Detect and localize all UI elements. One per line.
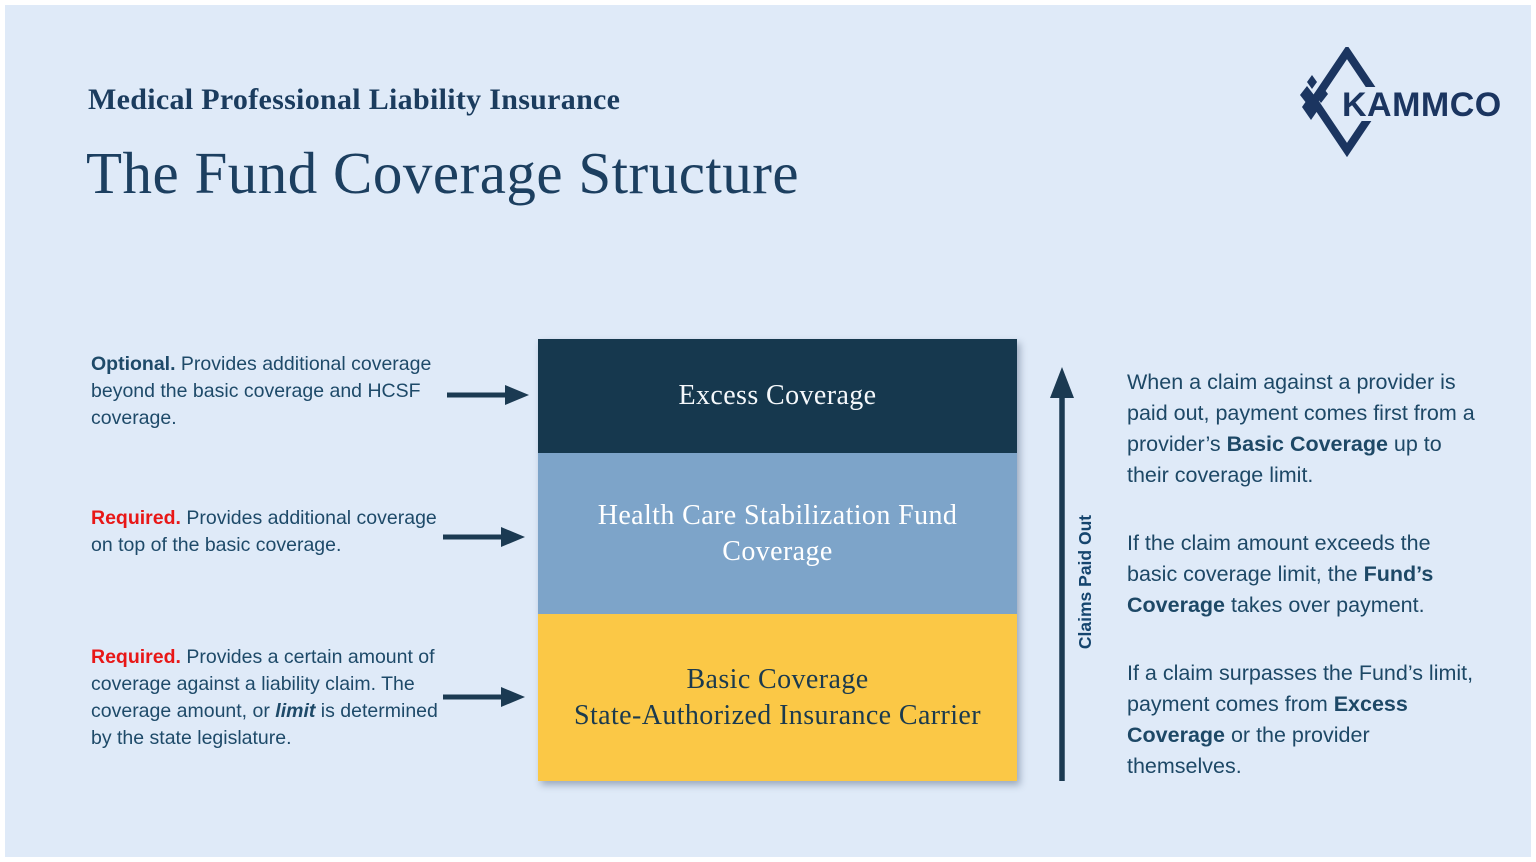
- explanation-paragraph: When a claim against a provider is paid …: [1127, 370, 1475, 487]
- kammco-logo: KAMMCO: [1288, 44, 1508, 158]
- layer-basic-coverage: Basic Coverage State-Authorized Insuranc…: [538, 614, 1017, 781]
- explanation-paragraph: If a claim surpasses the Fund’s limit, p…: [1127, 661, 1474, 778]
- diamond-logo-icon: KAMMCO: [1300, 44, 1508, 158]
- layer-hcsf-coverage: Health Care Stabilization Fund Coverage: [538, 453, 1017, 614]
- annotation-required-hcsf: Required. Provides additional coverage o…: [91, 507, 437, 556]
- logo-text: KAMMCO: [1342, 86, 1502, 124]
- right-arrow-icon: [443, 687, 525, 707]
- annotation-optional: Optional. Provides additional coverage b…: [91, 353, 432, 429]
- layer-label: State-Authorized Insurance Carrier: [574, 699, 981, 731]
- annotation-required-basic: Required. Provides a certain amount of c…: [91, 646, 438, 749]
- claims-paid-out-label: Claims Paid Out: [1075, 514, 1095, 650]
- layer-label: Excess Coverage: [678, 380, 877, 411]
- layer-label: Coverage: [722, 535, 833, 567]
- layer-label: Basic Coverage: [686, 663, 869, 695]
- page-title: The Fund Coverage Structure: [86, 140, 800, 206]
- up-arrow-icon: [1050, 367, 1074, 781]
- layer-label: Health Care Stabilization Fund: [597, 499, 958, 531]
- explanation-paragraph: If the claim amount exceeds the basic co…: [1127, 531, 1434, 617]
- explanation-column: When a claim against a provider is paid …: [1127, 367, 1479, 819]
- layer-excess-coverage: Excess Coverage: [538, 339, 1017, 453]
- right-arrow-icon: [443, 527, 525, 547]
- right-arrow-icon: [447, 385, 529, 405]
- coverage-stack: Excess Coverage Health Care Stabilizatio…: [538, 339, 1017, 781]
- eyebrow-title: Medical Professional Liability Insurance: [88, 83, 621, 116]
